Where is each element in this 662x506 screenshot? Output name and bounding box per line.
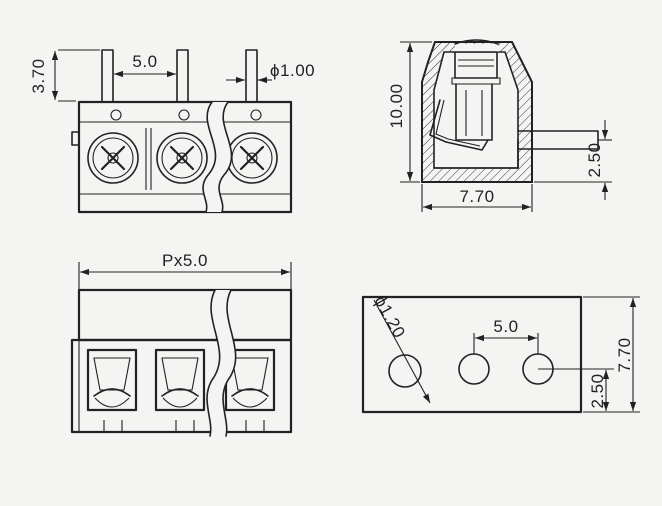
hole-offset-label: 2.50 [588,373,607,408]
pitch-label-top: Px5.0 [162,251,208,270]
footprint-view: ϕ1.20 5.0 2.50 7.70 [361,293,640,414]
wire-entry-icon [86,348,138,412]
top-view: Px5.0 [70,251,293,437]
footprint-outline [361,295,583,414]
dim-pitch-footprint: 5.0 [473,317,539,354]
hole-diameter-label: ϕ1.20 [371,293,409,342]
dim-footprint-width: 7.70 [583,296,640,411]
pitch-label-front: 5.0 [132,52,157,71]
dim-pin-diameter: ϕ1.00 [226,61,315,84]
footprint-width-label: 7.70 [615,337,634,372]
dim-side-height: 10.00 [387,41,432,183]
dim-hole-offset: 2.50 [538,368,640,413]
side-view: 10.00 7.70 2.50 [387,39,612,212]
pcb-hole [388,354,422,388]
pcb-hole [458,353,490,385]
pin-diameter-label: ϕ1.00 [270,61,315,80]
dim-pitch-top: Px5.0 [78,251,292,290]
screw-icon [86,131,140,185]
pin-height-label: 3.70 [29,58,48,93]
dim-side-pin-offset: 2.50 [534,120,612,200]
front-pins [101,49,258,103]
pitch-label-footprint: 5.0 [493,317,518,336]
dim-side-width: 7.70 [421,184,533,212]
dim-pitch-front: 5.0 [114,52,176,78]
dim-pin-height: 3.70 [29,49,100,102]
screw-icon [225,131,279,185]
wire-entry-icon [154,348,206,412]
side-width-label: 7.70 [459,187,494,206]
screw-icon [155,131,209,185]
front-view: 3.70 5.0 ϕ1.00 [29,49,315,214]
side-height-label: 10.00 [387,83,406,128]
side-pin-offset-label: 2.50 [585,142,604,177]
